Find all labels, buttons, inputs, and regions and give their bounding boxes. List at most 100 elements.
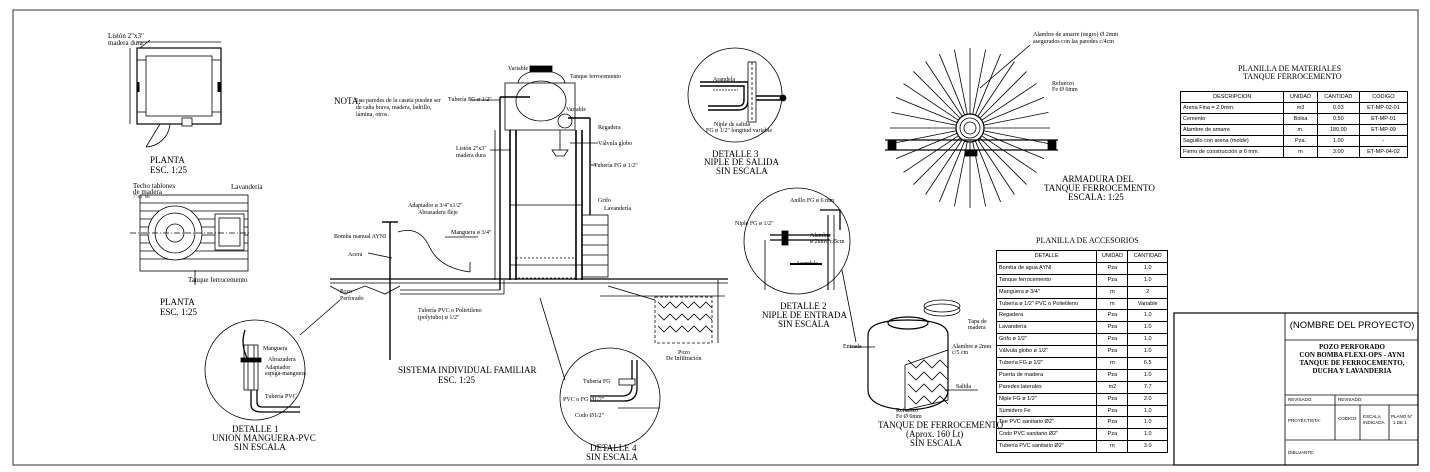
system-tuberia-fg2-label: Tubería FG ø 1/2" [594,163,638,169]
nota-label: NOTA: [334,96,361,106]
tank-alambre-2: c/5 cm [952,350,969,356]
tank-alambre-1: Alambre ø 2mm [952,344,992,350]
rebar-line [891,112,957,126]
materiales-header: DESCRIPCION [1179,91,1285,103]
detail4-tuberia-fg: Tubería FG [583,379,611,385]
rebar-line [925,61,963,117]
cell: - [1358,135,1409,147]
detail3-niple2: FG ø 1/2" longitud variable [706,128,773,134]
tank-refuerzo-2: Fe Ø 6mm [896,414,922,420]
rebar-line [981,135,1037,173]
system-madera-label: madera dura [456,153,486,159]
cell: 2.0 [1127,392,1168,406]
plan2-tanque-label: Tanque ferrocemento [188,276,248,284]
detail3-scale: SIN ESCALA [716,166,768,176]
system-abrazadera-label: Abrazadera fleje [418,210,458,216]
tank-scale: SIN ESCALA [910,438,962,448]
rebar-line [895,132,958,159]
detail2-scale: SIN ESCALA [778,319,830,329]
materiales-title-1: PLANILLA DE MATERIALES [1238,64,1342,73]
project-name: (NOMBRE DEL PROYECTO) [1289,320,1415,331]
rebar-line [983,112,1049,126]
cell: ET-MP-02-01 [1358,102,1409,114]
detail2-subtitle: NIPLE DE ENTRADA [762,310,847,320]
cell: Puerta de madera [995,368,1098,382]
detail2-alambre: Alambre [810,233,831,239]
accesorios-header-row: DETALLE UNIDAD CANTIDAD [995,250,1168,263]
system-liston-label: Listón 2"x3" [456,146,487,152]
system-grifo-label: Grifo [598,198,611,204]
cell: 1.0 [1127,273,1168,287]
nota-text-2: de caña brava, madera, ladrillo, [356,105,432,111]
accesorios-header: CANTIDAD [1127,250,1168,263]
rebar-line [913,71,961,119]
titleblock-escala-2: INDICADA [1363,420,1385,425]
rebar-line [983,130,1049,144]
titleblock-line-3: TANQUE DE FERROCEMENTO, [1299,359,1405,367]
cell: Tee PVC sanitario Ø2" [995,416,1098,430]
system-regadera-label: Regadera [598,125,621,131]
cell: Regadera [995,309,1098,323]
plan2-techo3-label: 7"x1"x8' [133,195,151,200]
cell: Pza [1096,416,1129,430]
rebar-line [954,141,968,207]
rebar-line [981,83,1037,121]
armadura-refuerzo-2: Fe Ø 6mm [1052,87,1078,93]
detail2-tuerca: Arandela [796,261,818,267]
cell: 1.0 [1127,321,1168,335]
cell: Tubería PVC sanitario Ø2" [995,440,1098,454]
plan2-techo-label: Techo tablones [133,182,176,190]
system-tuberia-fg-label: Tubería FG ø 1/2" [448,97,492,103]
cell: 6.5 [1127,357,1168,370]
titleblock-plano-2: 1 DE 1 [1393,420,1407,425]
plan2-scale: ESC. 1:25 [160,307,198,317]
cell: 0.03 [1316,102,1360,114]
materiales-title-2: TANQUE FERROCEMENTO [1243,72,1342,81]
system-scale: ESC. 1:25 [438,375,476,385]
detail2-alambre2: ø 2mm. c/5cm [810,239,845,245]
cell: m [1096,440,1129,454]
detail1-scale: SIN ESCALA [234,442,286,452]
titleblock-line-1: POZO PERFORADO [1319,343,1385,351]
table-row: Saguillo con arena (molde)Pza.1.00- [1179,135,1409,147]
system-bomba-label: Bomba manual AYNI [334,234,387,240]
plan2-title: PLANTA [160,297,195,307]
titleblock-revisado: REVISADO: [1288,397,1313,402]
titleblock-proyectista: PROYECTISTA: [1288,418,1321,423]
detail3-niple: Niple de salida [714,122,750,128]
cell: m [1283,146,1318,158]
cell: Válvula globo ø 1/2" [995,345,1098,359]
detail1-manguera: Manguera [263,346,288,352]
plan2-techo2-label: de madera [133,188,162,196]
rebar-line [974,140,1001,203]
armadura-title-1: ARMADURA DEL [1062,174,1134,184]
cell: Pza [1096,345,1129,359]
tank-salida: Salida [956,384,971,390]
cell: 1.0 [1127,368,1168,382]
cell: ET-MP-09 [1358,124,1409,136]
detail4-codo: Codo Ø1/2" [575,413,604,419]
detail4-scale: SIN ESCALA [586,452,638,462]
cell: Paredes laterales [995,380,1098,394]
rebar-line [982,132,1045,159]
cell: m2 [1096,380,1129,394]
variable-label-2: Variable [566,107,586,113]
detail1-adaptador: Adaptador [265,365,291,371]
system-title: SISTEMA INDIVIDUAL FAMILIAR [398,365,537,375]
cell: Pza [1096,273,1129,287]
cell: 1.0 [1127,333,1168,347]
titleblock-frame [1173,312,1419,466]
cell: Cemento [1179,113,1285,125]
